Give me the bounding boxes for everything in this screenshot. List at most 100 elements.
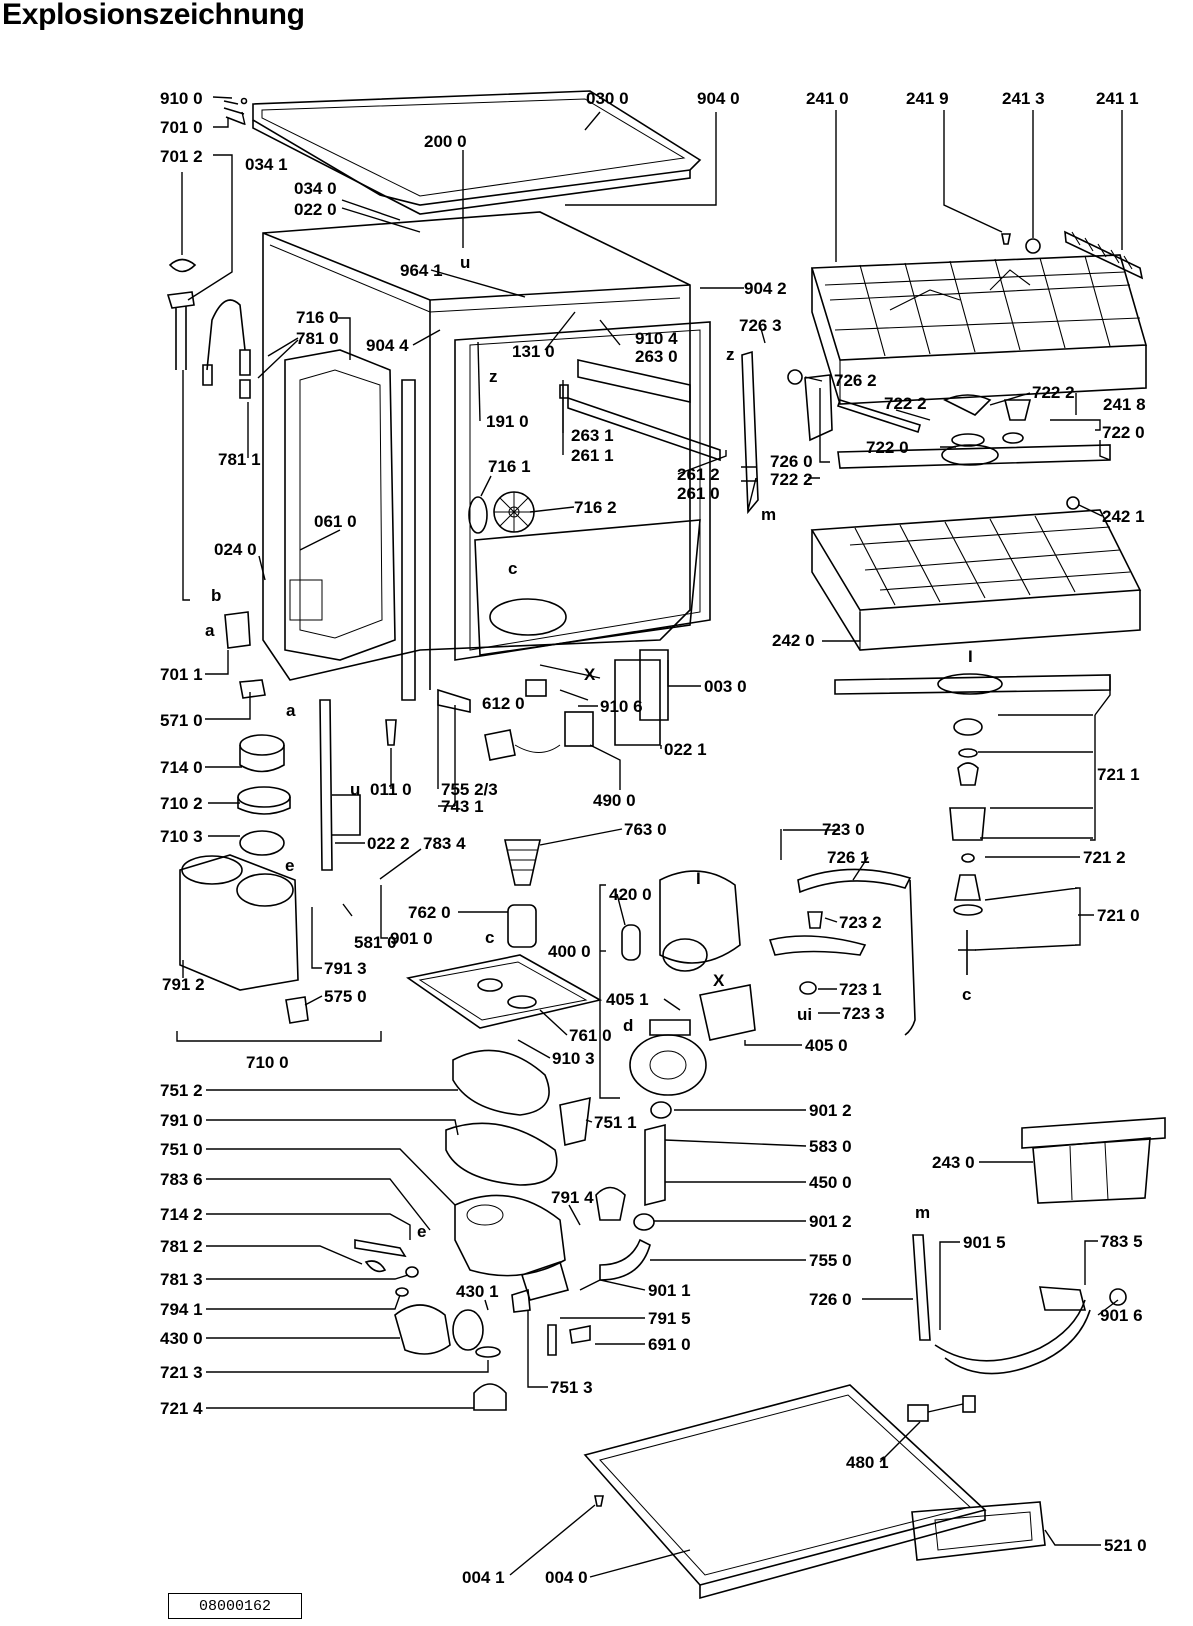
part-label: 901 1 [648,1281,691,1300]
part-label: 022 0 [294,200,337,219]
part-label: 405 0 [805,1036,848,1055]
part-label: 726 3 [739,316,782,335]
part-label: 721 0 [1097,906,1140,925]
part-label: 450 0 [809,1173,852,1192]
part-label: 022 1 [664,740,707,759]
part-label: 783 4 [423,834,466,853]
part-label: 762 0 [408,903,451,922]
marker-letter: I [696,869,701,888]
part-label: 781 3 [160,1270,203,1289]
part-label: 242 0 [772,631,815,650]
part-label: 701 1 [160,665,203,684]
part-label: 721 4 [160,1399,203,1418]
part-label: 763 0 [624,820,667,839]
part-label: 755 0 [809,1251,852,1270]
part-label: 716 0 [296,308,339,327]
part-label: 781 0 [296,329,339,348]
marker-letter: X [713,971,725,990]
part-label: 721 1 [1097,765,1140,784]
part-label: 726 0 [770,452,813,471]
part-label: 723 2 [839,913,882,932]
marker-letter: a [205,621,215,640]
part-label: 901 2 [809,1101,852,1120]
part-label: 261 1 [571,446,614,465]
part-label: 710 0 [246,1053,289,1072]
part-label: 761 0 [569,1026,612,1045]
part-label: 901 2 [809,1212,852,1231]
part-label: 726 2 [834,371,877,390]
part-label: 004 0 [545,1568,588,1587]
marker-letter: X [584,665,596,684]
marker-letter: e [285,856,294,875]
part-label: 241 0 [806,89,849,108]
part-label: 583 0 [809,1137,852,1156]
part-label: 261 2 [677,465,720,484]
part-label: 791 0 [160,1111,203,1130]
part-label: 901 5 [963,1233,1006,1252]
part-label: 405 1 [606,990,649,1009]
part-label: 030 0 [586,89,629,108]
part-label: 061 0 [314,512,357,531]
part-label: 200 0 [424,132,467,151]
part-label: 022 2 [367,834,410,853]
marker-letter: c [485,928,494,947]
marker-letter: e [417,1222,426,1241]
part-label: 430 0 [160,1329,203,1348]
part-label: 722 2 [884,394,927,413]
part-label: 721 2 [1083,848,1126,867]
part-label: 755 2/3 [441,780,498,799]
part-label: 581 0 [354,933,397,952]
part-label: 191 0 [486,412,529,431]
part-label: 716 2 [574,498,617,517]
part-label: 751 2 [160,1081,203,1100]
part-label: 710 2 [160,794,203,813]
part-label: 490 0 [593,791,636,810]
part-label: 781 2 [160,1237,203,1256]
part-label: 791 3 [324,959,367,978]
part-label: 241 1 [1096,89,1139,108]
marker-letter: I [968,647,973,666]
marker-letter: m [915,1203,930,1222]
part-label: 910 0 [160,89,203,108]
part-label: 701 0 [160,118,203,137]
part-drawings [166,90,1166,1600]
part-label: 034 0 [294,179,337,198]
part-label: 034 1 [245,155,288,174]
marker-letter: u [460,253,470,272]
marker-letter: c [508,559,517,578]
part-label: 743 1 [441,797,484,816]
part-label: 904 0 [697,89,740,108]
part-label: 901 6 [1100,1306,1143,1325]
marker-letter: d [623,1016,633,1035]
part-label: 781 1 [218,450,261,469]
part-label: 794 1 [160,1300,203,1319]
marker-letter: ui [797,1005,812,1024]
marker-letter: u [350,780,360,799]
part-label: 791 2 [162,975,205,994]
part-label: 751 3 [550,1378,593,1397]
part-label: 521 0 [1104,1536,1147,1555]
part-label: 751 1 [594,1113,637,1132]
marker-letter: a [286,701,296,720]
leader-lines [176,96,1123,1578]
marker-letter: z [726,345,735,364]
letter-markers: a b a c c d e e m m u ui X X z z I I c u [205,253,973,1241]
part-label: 241 9 [906,89,949,108]
part-label: 011 0 [370,780,412,799]
part-label: 716 1 [488,457,531,476]
part-label: 726 0 [809,1290,852,1309]
part-label: 400 0 [548,942,591,961]
marker-letter: m [761,505,776,524]
part-label: 722 0 [866,438,909,457]
part-label: 901 0 [390,929,433,948]
part-label: 714 0 [160,758,203,777]
part-label: 263 1 [571,426,614,445]
part-label: 722 2 [770,470,813,489]
marker-letter: c [962,985,971,1004]
part-label: 263 0 [635,347,678,366]
part-label: 243 0 [932,1153,975,1172]
part-label: 964 1 [400,261,443,280]
part-label: 723 0 [822,820,865,839]
part-label: 420 0 [609,885,652,904]
